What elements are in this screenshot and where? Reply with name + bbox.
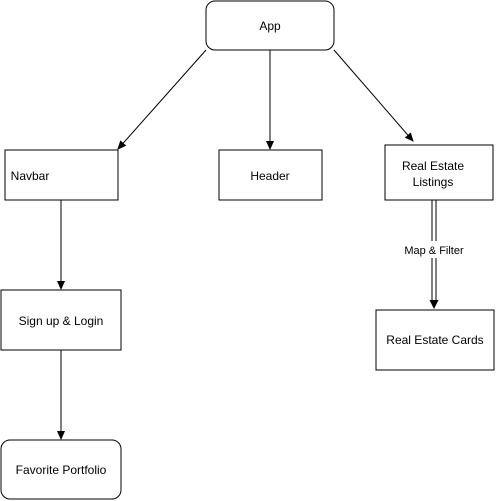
node-signup[interactable]: Sign up & Login <box>0 289 122 351</box>
edge-label-map-filter: Map & Filter <box>404 245 464 257</box>
node-favorite-label: Favorite Portfolio <box>16 463 107 477</box>
edge-app-to-navbar <box>117 49 207 150</box>
node-cards[interactable]: Real Estate Cards <box>375 309 495 371</box>
edge-listings-to-cards: Map & Filter <box>404 200 468 309</box>
node-listings-label-line2: Listings <box>413 175 454 189</box>
node-cards-box <box>375 309 495 371</box>
node-signup-label: Sign up & Login <box>19 314 104 328</box>
edge-label-background <box>404 241 468 258</box>
node-app-box <box>205 0 335 51</box>
node-signup-box <box>0 289 122 351</box>
node-app-label: App <box>259 19 281 33</box>
node-header-label: Header <box>250 169 289 183</box>
node-listings[interactable]: Real Estate Listings <box>384 144 494 201</box>
node-favorite-box <box>0 439 122 500</box>
node-navbar[interactable]: Navbar <box>4 149 119 201</box>
node-header-box <box>218 149 323 201</box>
edge-app-to-listings <box>333 49 414 142</box>
node-cards-label: Real Estate Cards <box>386 333 483 347</box>
node-listings-label-line1: Real Estate <box>402 159 464 173</box>
node-favorite[interactable]: Favorite Portfolio <box>0 439 122 500</box>
edge-listings-to-cards-arrowhead <box>429 300 439 309</box>
node-app[interactable]: App <box>205 0 335 51</box>
node-navbar-label: Navbar <box>11 169 50 183</box>
node-header[interactable]: Header <box>218 149 323 201</box>
edges: Map & Filter <box>57 49 468 440</box>
node-listings-box <box>384 144 494 201</box>
node-navbar-box <box>4 149 119 201</box>
